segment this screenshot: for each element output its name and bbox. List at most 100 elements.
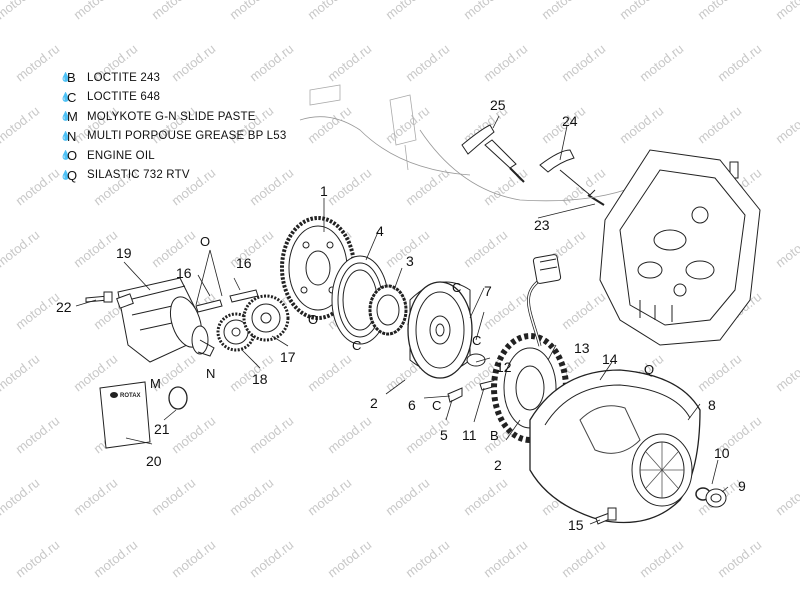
callout-labels: 1 2 2 3 4 5 6 7 8 9 10 11 12 13 14 15 16…: [56, 97, 746, 533]
watermark-text: motod.ru: [13, 413, 63, 456]
callout-21: 21: [154, 421, 170, 437]
watermark-text: motod.ru: [71, 227, 121, 270]
note-n-starter: N: [206, 366, 215, 381]
watermark-text: motod.ru: [0, 475, 42, 518]
callout-24: 24: [562, 113, 578, 129]
watermark-text: motod.ru: [383, 0, 433, 22]
note-c-bolt: C: [472, 333, 481, 348]
callout-1: 1: [320, 183, 328, 199]
watermark-text: motod.ru: [169, 537, 219, 580]
cover-bolt: [595, 507, 617, 525]
watermark-text: motod.ru: [403, 537, 453, 580]
callout-20: 20: [146, 453, 162, 469]
callout-23: 23: [534, 217, 550, 233]
watermark-text: motod.ru: [305, 0, 355, 22]
starter-bolt: [85, 291, 113, 303]
callout-13: 13: [574, 340, 590, 356]
watermark-text: motod.ru: [13, 537, 63, 580]
legend-text: ENGINE OIL: [87, 149, 155, 162]
note-b-stator-bolt: B: [490, 428, 499, 443]
watermark-text: motod.ru: [13, 165, 63, 208]
callout-9: 9: [738, 478, 746, 494]
watermark-text: motod.ru: [559, 537, 609, 580]
watermark-text: motod.ru: [773, 227, 800, 270]
legend-text: MOLYKOTE G-N SLIDE PASTE: [87, 110, 256, 123]
svg-text:ROTAX: ROTAX: [120, 393, 141, 399]
watermark-text: motod.ru: [0, 0, 42, 22]
watermark-text: motod.ru: [637, 41, 687, 84]
note-q-cover: Q: [644, 362, 654, 377]
watermark-text: motod.ru: [325, 413, 375, 456]
watermark-text: motod.ru: [403, 41, 453, 84]
starter-motor: [116, 277, 215, 363]
drop-icon: 💧: [60, 111, 72, 122]
legend-row: 💧M MOLYKOTE G-N SLIDE PASTE: [60, 107, 360, 127]
callout-17: 17: [280, 349, 296, 365]
legend-text: LOCTITE 648: [87, 91, 161, 104]
watermark-text: motod.ru: [559, 289, 609, 332]
watermark-text: motod.ru: [13, 41, 63, 84]
alternator-cover: [529, 369, 701, 524]
drop-icon: 💧: [60, 91, 72, 102]
watermark-text: motod.ru: [481, 537, 531, 580]
callout-4: 4: [376, 223, 384, 239]
watermark-text: motod.ru: [695, 103, 745, 146]
lubricant-markers: O O C C C C B M N Q: [150, 234, 654, 443]
watermark-text: motod.ru: [637, 537, 687, 580]
watermark-text: motod.ru: [149, 227, 199, 270]
callout-10: 10: [714, 445, 730, 461]
manual-book: ROTAX: [99, 381, 151, 449]
legend-code: N: [67, 128, 77, 144]
watermark-text: motod.ru: [539, 0, 589, 22]
watermark-text: motod.ru: [617, 0, 667, 22]
callout-12: 12: [496, 359, 512, 375]
watermark-text: motod.ru: [461, 475, 511, 518]
watermark-text: motod.ru: [305, 475, 355, 518]
watermark-text: motod.ru: [403, 165, 453, 208]
watermark-text: motod.ru: [481, 165, 531, 208]
watermark-text: motod.ru: [227, 475, 277, 518]
watermark-text: motod.ru: [149, 0, 199, 22]
watermark-text: motod.ru: [383, 475, 433, 518]
rotor-bolts: [447, 353, 497, 403]
callout-11: 11: [462, 427, 477, 443]
watermark-text: motod.ru: [383, 103, 433, 146]
legend-code: C: [67, 89, 77, 105]
watermark-text: motod.ru: [0, 351, 42, 394]
legend-code: B: [67, 70, 76, 86]
note-o-pins: O: [200, 234, 210, 249]
watermark-text: motod.ru: [695, 351, 745, 394]
drop-icon: 💧: [60, 150, 72, 161]
leader-lines: [75, 115, 729, 525]
note-o-ring-gear: O: [308, 312, 318, 327]
callout-3: 3: [406, 253, 414, 269]
rotor: [407, 281, 473, 379]
callout-15: 15: [568, 517, 584, 533]
legend-code: M: [67, 109, 79, 125]
drop-icon: 💧: [60, 72, 72, 83]
legend-text: SILASTIC 732 RTV: [87, 169, 190, 182]
callout-2-stator: 2: [494, 457, 502, 473]
cylinder-head: [599, 149, 761, 346]
watermark-text: motod.ru: [13, 289, 63, 332]
watermark-text: motod.ru: [773, 351, 800, 394]
watermark-text: motod.ru: [247, 413, 297, 456]
watermark-text: motod.ru: [559, 41, 609, 84]
note-c-rotor: C: [452, 280, 461, 295]
callout-14: 14: [602, 351, 618, 367]
watermark-text: motod.ru: [91, 537, 141, 580]
watermark-text: motod.ru: [71, 475, 121, 518]
watermark-text: motod.ru: [247, 537, 297, 580]
callout-5: 5: [440, 427, 448, 443]
watermark-text: motod.ru: [715, 41, 765, 84]
callout-25: 25: [490, 97, 506, 113]
watermark-text: motod.ru: [481, 41, 531, 84]
bearing: [368, 284, 408, 336]
watermark-text: motod.ru: [169, 413, 219, 456]
